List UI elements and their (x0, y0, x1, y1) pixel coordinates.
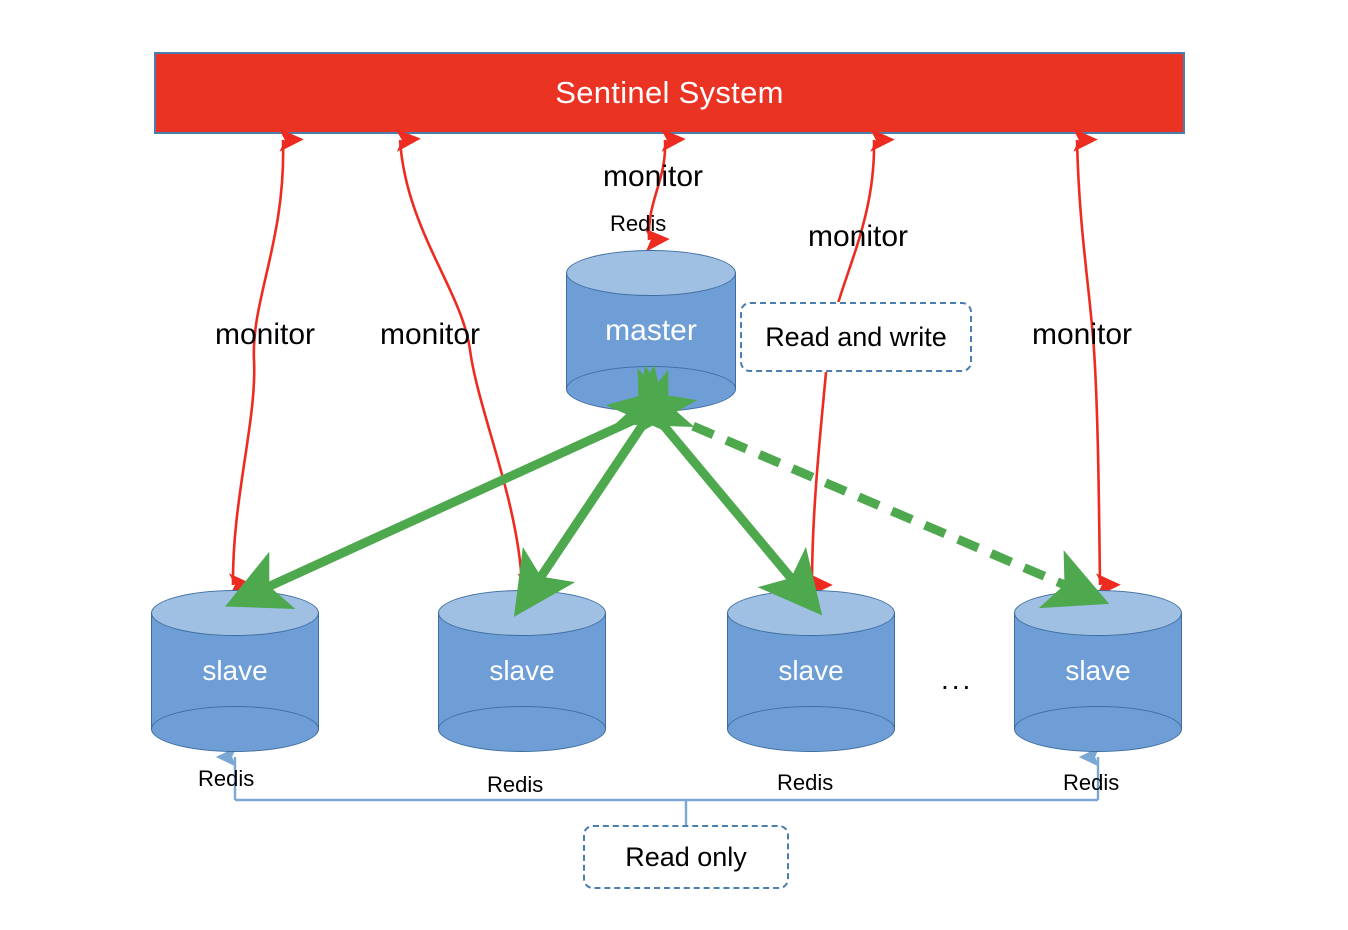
monitor-edge-slave2 (395, 128, 543, 597)
node-slave-2[interactable]: slave (438, 590, 606, 752)
replication-edge-slave4 (612, 368, 1110, 609)
replication-edge-slave3 (605, 364, 823, 616)
node-slave-3[interactable]: slave (727, 590, 895, 752)
slave1-cylinder-bottom (151, 706, 319, 752)
monitor-label-3: monitor (808, 220, 909, 253)
redis-label-slave-1: Redis (198, 766, 255, 791)
callout-read-only: Read only (583, 825, 789, 889)
replication-edge-slave2 (513, 365, 698, 617)
monitor-edge-slave4 (1072, 128, 1121, 597)
sentinel-system-box: Sentinel System (154, 52, 1185, 134)
monitor-label-2: monitor (380, 318, 481, 351)
slave2-cylinder-top (438, 590, 606, 636)
slave1-cylinder-top (151, 590, 319, 636)
callout-read-only-label: Read only (625, 841, 747, 872)
monitor-label-1: monitor (215, 318, 316, 351)
redis-label-slave-2: Redis (487, 772, 544, 797)
slave2-label: slave (489, 655, 555, 686)
read-only-connector (215, 747, 1100, 826)
master-cylinder-top (566, 250, 736, 296)
redis-label-slave-3: Redis (777, 770, 834, 795)
redis-label-master: Redis (610, 211, 667, 236)
monitor-label-master: monitor (603, 160, 704, 193)
slave1-label: slave (202, 655, 268, 686)
replication-edge-slave1 (225, 369, 695, 609)
slave2-cylinder-bottom (438, 706, 606, 752)
ellipsis-label: ... (941, 664, 974, 695)
slave3-cylinder-bottom (727, 706, 895, 752)
monitor-label-4: monitor (1032, 318, 1133, 351)
slave3-cylinder-top (727, 590, 895, 636)
master-label: master (605, 314, 697, 347)
sentinel-system-label: Sentinel System (555, 75, 784, 110)
master-cylinder-bottom (566, 366, 736, 412)
slave4-cylinder-bottom (1014, 706, 1182, 752)
callout-read-and-write-label: Read and write (765, 321, 947, 352)
slave4-label: slave (1065, 655, 1131, 686)
node-slave-1[interactable]: slave (151, 590, 319, 752)
slave4-cylinder-top (1014, 590, 1182, 636)
callout-read-and-write: Read and write (740, 302, 972, 372)
slave3-label: slave (778, 655, 844, 686)
node-slave-4[interactable]: slave (1014, 590, 1182, 752)
node-master[interactable]: master (566, 250, 736, 412)
redis-label-slave-4: Redis (1063, 770, 1120, 795)
monitor-edge-slave1 (228, 128, 304, 597)
